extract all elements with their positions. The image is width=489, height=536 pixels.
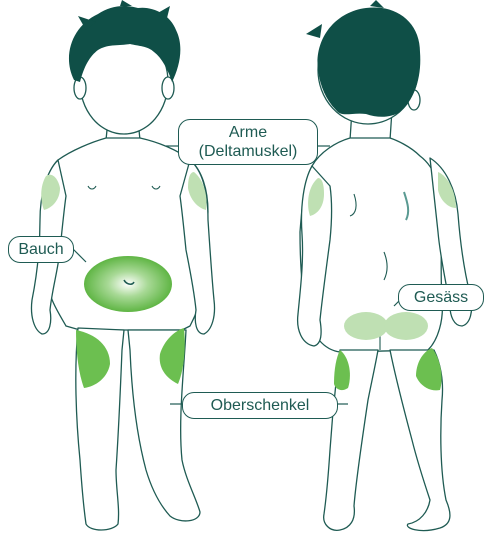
oberschenkel-label: Oberschenkel [182, 392, 338, 419]
bauch-label: Bauch [8, 236, 74, 263]
buttock-zone-left [344, 312, 388, 340]
arme-label: Arme (Deltamuskel) [178, 119, 318, 165]
back-left-leg [324, 350, 378, 530]
gesaess-label: Gesäss [398, 284, 484, 311]
buttock-zone-right [384, 312, 428, 340]
arme-label-line1: Arme [179, 123, 317, 142]
back-hair [317, 7, 420, 116]
arme-label-line2: (Deltamuskel) [179, 142, 317, 161]
